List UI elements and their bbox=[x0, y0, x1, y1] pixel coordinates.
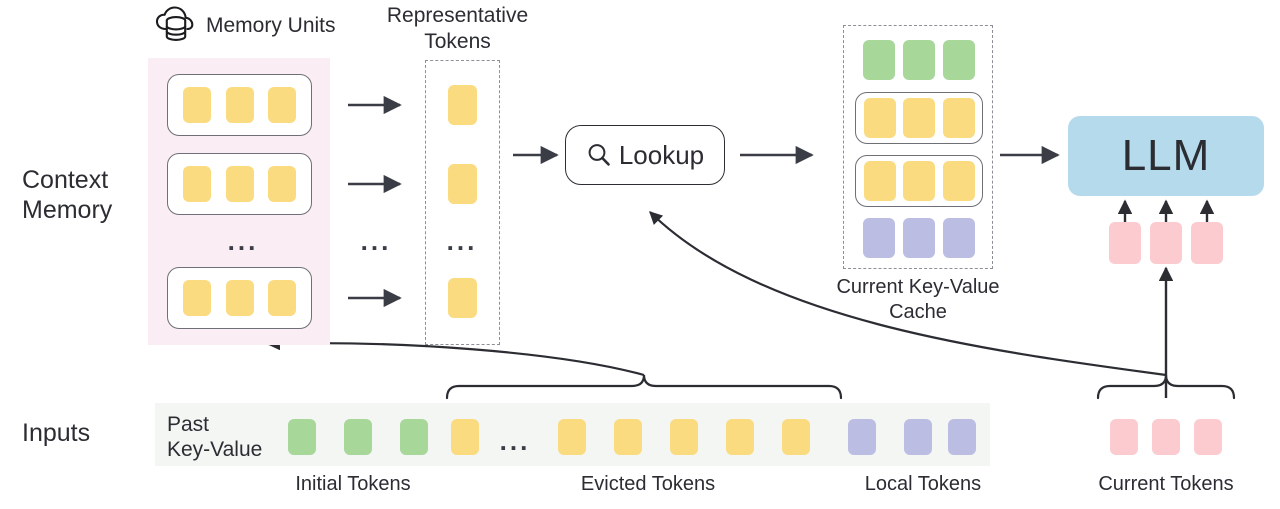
kv-token bbox=[863, 161, 896, 201]
current-kv-cache-caption: Current Key-Value Cache bbox=[836, 276, 1000, 323]
memory-units-label: Memory Units bbox=[206, 13, 336, 37]
memory-unit[interactable] bbox=[167, 74, 312, 136]
memory-token bbox=[182, 166, 211, 202]
input-token-initial bbox=[344, 419, 372, 455]
kv-cache-row-retrieved bbox=[855, 155, 983, 207]
representative-token bbox=[448, 278, 477, 318]
input-token-evicted bbox=[451, 419, 479, 455]
memory-units-ellipsis: ... bbox=[227, 226, 259, 256]
input-token-local bbox=[948, 419, 976, 455]
memory-units-heading: Memory Units bbox=[155, 5, 336, 45]
row-label-context-memory: Context Memory bbox=[22, 166, 113, 224]
memory-token bbox=[182, 87, 211, 123]
input-token-evicted bbox=[782, 419, 810, 455]
representative-token bbox=[448, 85, 477, 125]
current-token-input bbox=[1150, 222, 1182, 264]
kv-token bbox=[903, 98, 935, 138]
kv-token bbox=[863, 40, 895, 80]
kv-token bbox=[863, 218, 895, 258]
lookup-button[interactable]: Lookup bbox=[565, 125, 725, 185]
input-token-current bbox=[1110, 419, 1138, 455]
representative-tokens-ellipsis: ... bbox=[446, 226, 478, 256]
llm-label: LLM bbox=[1121, 131, 1211, 180]
kv-token bbox=[942, 98, 975, 138]
kv-token bbox=[903, 161, 935, 201]
kv-token bbox=[942, 161, 975, 201]
kv-token bbox=[903, 218, 935, 258]
kv-cache-row-initial bbox=[863, 40, 975, 80]
kv-token bbox=[943, 40, 975, 80]
memory-unit[interactable] bbox=[167, 153, 312, 215]
row-label-inputs: Inputs bbox=[22, 419, 91, 447]
kv-token bbox=[903, 40, 935, 80]
representative-tokens-box bbox=[425, 60, 500, 345]
current-token-input bbox=[1109, 222, 1141, 264]
current-token-input bbox=[1191, 222, 1223, 264]
input-token-local bbox=[848, 419, 876, 455]
kv-cache-row-local bbox=[863, 218, 975, 258]
memory-token bbox=[225, 166, 254, 202]
kv-token bbox=[863, 98, 896, 138]
memory-token bbox=[268, 87, 297, 123]
input-token-local bbox=[904, 419, 932, 455]
memory-token bbox=[268, 166, 297, 202]
memory-token bbox=[225, 87, 254, 123]
input-token-initial bbox=[400, 419, 428, 455]
caption-local-tokens: Local Tokens bbox=[864, 473, 982, 495]
caption-initial-tokens: Initial Tokens bbox=[295, 473, 411, 495]
input-token-evicted bbox=[726, 419, 754, 455]
cloud-database-icon bbox=[155, 5, 197, 45]
lookup-label: Lookup bbox=[618, 140, 705, 170]
current-kv-cache-box bbox=[843, 25, 993, 269]
input-token-evicted bbox=[670, 419, 698, 455]
input-token-initial bbox=[288, 419, 316, 455]
kv-cache-row-retrieved bbox=[855, 92, 983, 144]
input-token-evicted bbox=[614, 419, 642, 455]
past-key-value-label: Past Key-Value bbox=[167, 413, 263, 461]
caption-evicted-tokens: Evicted Tokens bbox=[580, 473, 716, 495]
representative-tokens-heading: Representative Tokens bbox=[386, 4, 529, 53]
memory-token bbox=[225, 280, 254, 316]
memory-token bbox=[182, 280, 211, 316]
llm-block[interactable]: LLM bbox=[1068, 116, 1264, 196]
search-icon bbox=[586, 142, 612, 168]
kv-token bbox=[943, 218, 975, 258]
input-token-evicted bbox=[558, 419, 586, 455]
memory-unit[interactable] bbox=[167, 267, 312, 329]
caption-current-tokens: Current Tokens bbox=[1098, 473, 1234, 495]
memory-token bbox=[268, 280, 297, 316]
memory-arrow-ellipsis: ... bbox=[360, 226, 392, 256]
input-row-ellipsis: ... bbox=[499, 426, 531, 456]
input-token-current bbox=[1152, 419, 1180, 455]
input-token-current bbox=[1194, 419, 1222, 455]
representative-token bbox=[448, 164, 477, 204]
